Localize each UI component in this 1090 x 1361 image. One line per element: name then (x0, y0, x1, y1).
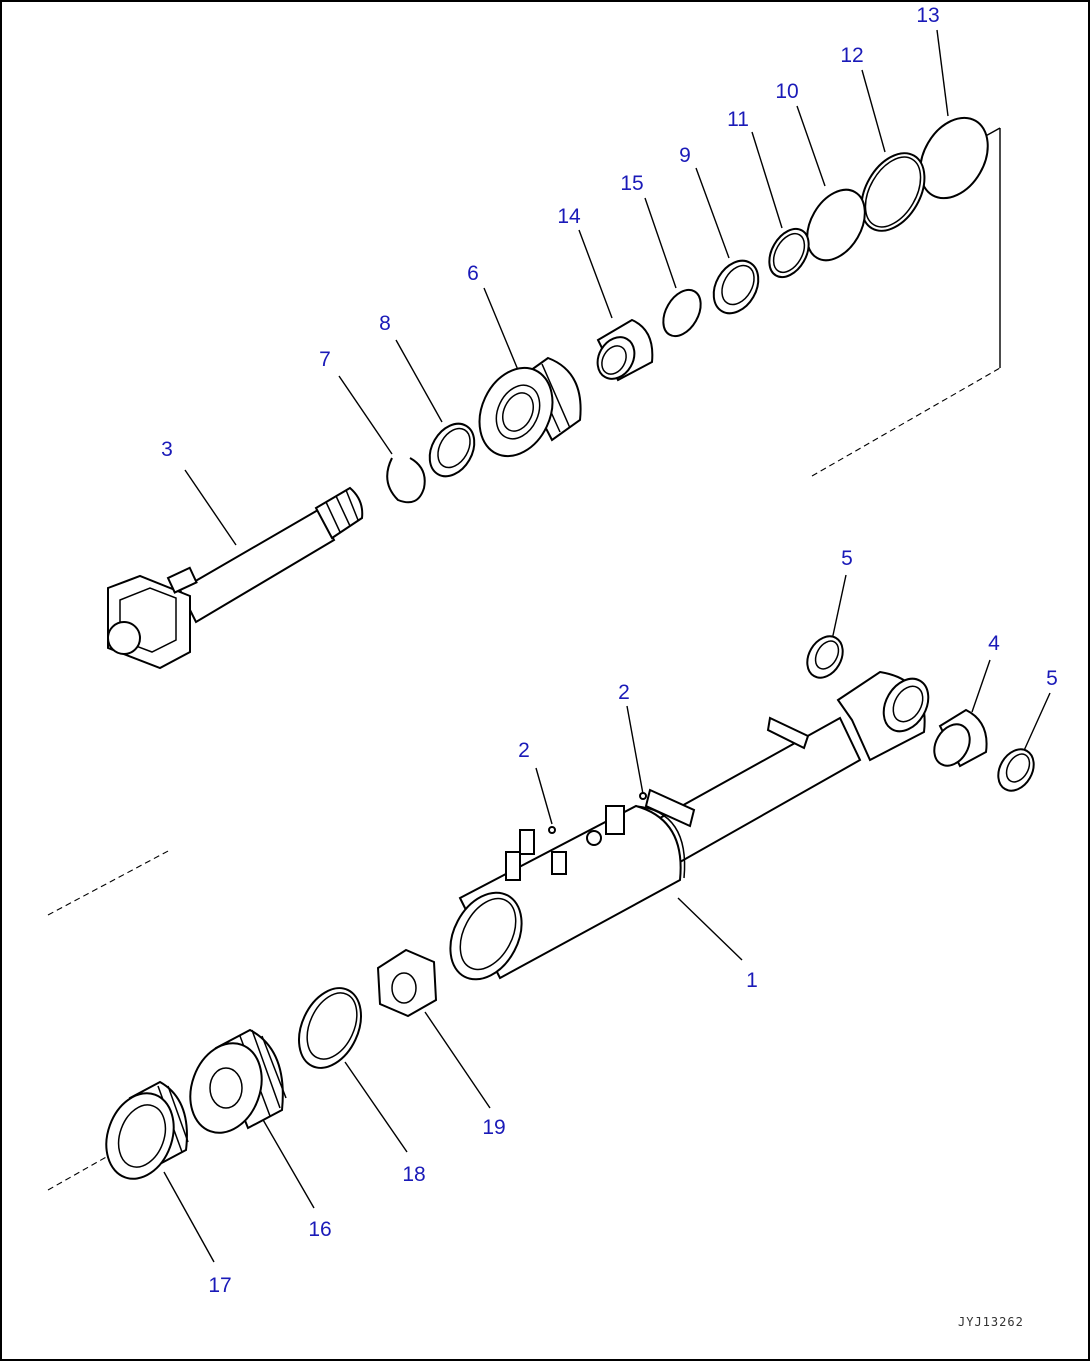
part-9-ring (712, 259, 760, 315)
part-7-snap-ring (386, 457, 426, 504)
part-1-cylinder-tube (449, 670, 930, 981)
callout-16: 16 (308, 1218, 331, 1241)
callout-8: 8 (379, 312, 391, 335)
callout-2-right: 2 (618, 681, 630, 704)
callout-5-lower: 5 (1046, 667, 1058, 690)
part-6-cylinder-head (478, 356, 582, 458)
part-10-ring (806, 188, 866, 262)
callout-9: 9 (679, 144, 691, 167)
part-5-bushing-lower (997, 748, 1035, 792)
callout-18: 18 (402, 1163, 425, 1186)
part-15-ring (662, 288, 702, 338)
part-4-bushing (933, 708, 988, 768)
callout-19: 19 (482, 1116, 505, 1139)
callout-6: 6 (467, 262, 479, 285)
center-lines (47, 127, 1001, 1191)
callouts: 13 12 10 11 9 15 14 6 8 7 3 5 4 5 2 2 1 … (161, 4, 1058, 1297)
callout-2-left: 2 (518, 739, 530, 762)
callout-7: 7 (319, 348, 331, 371)
part-11-ring (768, 227, 810, 279)
part-17-nut (105, 1080, 189, 1180)
part-8-ring (428, 422, 476, 478)
callout-17: 17 (208, 1274, 231, 1297)
callout-11: 11 (727, 108, 749, 131)
callout-1: 1 (746, 969, 758, 992)
part-5-bushing-upper (806, 635, 844, 679)
callout-12: 12 (840, 44, 863, 67)
callout-10: 10 (775, 80, 798, 103)
part-12-ring (860, 152, 926, 232)
callout-4: 4 (988, 632, 1000, 655)
part-14-bushing (596, 318, 654, 382)
part-19-nut (376, 948, 438, 1018)
drawing-code: JYJ13262 (958, 1315, 1024, 1329)
callout-5-upper: 5 (841, 547, 853, 570)
leader-lines (163, 29, 1051, 1263)
callout-3: 3 (161, 438, 173, 461)
part-18-ring (298, 987, 362, 1069)
callout-15: 15 (620, 172, 643, 195)
part-16-piston (189, 1028, 287, 1134)
part-13-o-ring (919, 116, 989, 200)
part-3-piston-rod (107, 486, 364, 670)
callout-13: 13 (916, 4, 939, 27)
callout-14: 14 (557, 205, 581, 228)
